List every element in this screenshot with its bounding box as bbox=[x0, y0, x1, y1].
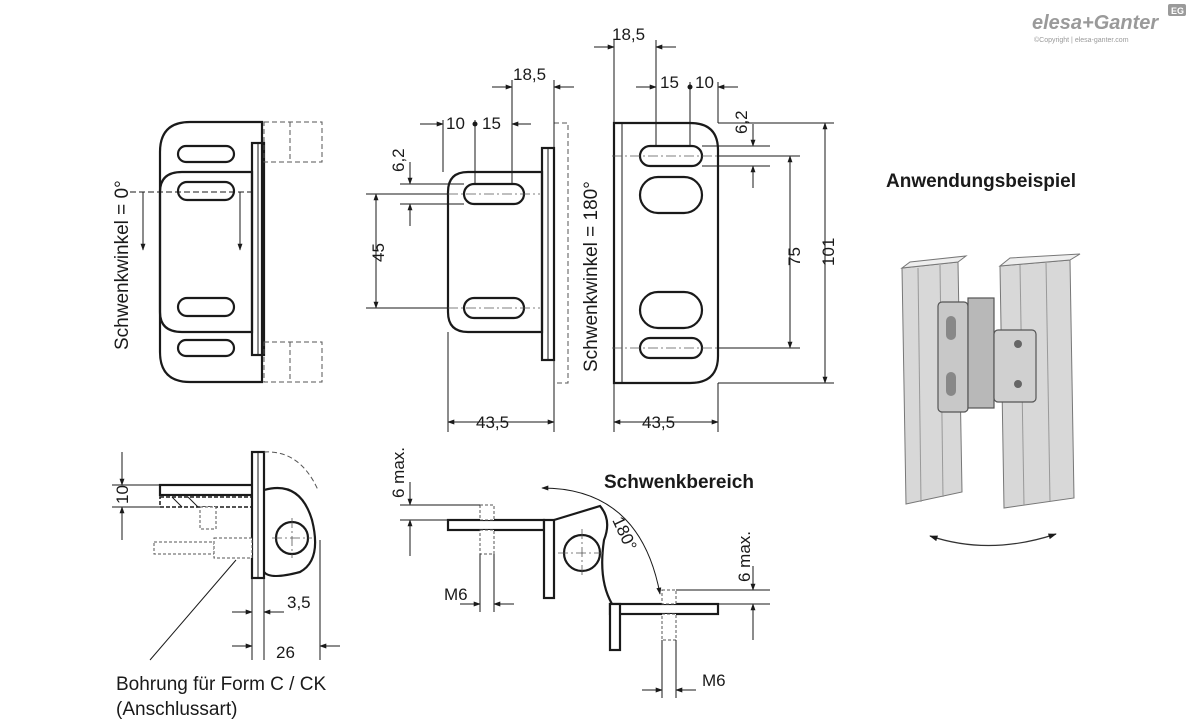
swing-range-view: Schwenkbereich 180° 6 max. 6 max. bbox=[389, 447, 770, 698]
dim-10-left: 10 bbox=[446, 114, 465, 133]
logo-badge: EG bbox=[1171, 6, 1184, 16]
label-bore-line1: Bohrung für Form C / CK bbox=[116, 674, 326, 695]
label-swing-180: Schwenkwinkel = 180° bbox=[581, 181, 602, 372]
dim-45: 45 bbox=[369, 243, 388, 262]
label-swing-0: Schwenkwinkel = 0° bbox=[112, 180, 133, 350]
dim-6max-left: 6 max. bbox=[389, 447, 408, 498]
dim-15-left: 15 bbox=[482, 114, 501, 133]
dim-3-5: 3,5 bbox=[287, 593, 311, 612]
dim-180-arc: 180° bbox=[608, 514, 640, 554]
dim-26: 26 bbox=[276, 643, 295, 662]
dim-6-2-left: 6,2 bbox=[389, 148, 408, 172]
dim-15-right: 15 bbox=[660, 73, 679, 92]
dim-18-5-b: 18,5 bbox=[612, 25, 645, 44]
front-view-180deg: Schwenkwinkel = 180° 10 15 18,5 18,5 15 … bbox=[366, 25, 838, 432]
application-example: Anwendungsbeispiel bbox=[886, 171, 1081, 547]
label-swing-range: Schwenkbereich bbox=[604, 472, 754, 493]
dim-10-side: 10 bbox=[113, 485, 132, 504]
dim-43-5-right: 43,5 bbox=[642, 413, 675, 432]
dim-6max-right: 6 max. bbox=[735, 531, 754, 582]
side-view: 10 3,5 26 Bohrung für Form C / CK (Ansch… bbox=[112, 450, 340, 720]
label-application: Anwendungsbeispiel bbox=[886, 171, 1076, 192]
brand-logo: elesa+Ganter EG ©Copyright | elesa-gante… bbox=[1032, 4, 1186, 44]
dim-10-right: 10 bbox=[695, 73, 714, 92]
dim-18-5-a: 18,5 bbox=[513, 65, 546, 84]
label-bore-line2: (Anschlussart) bbox=[116, 699, 237, 720]
dim-6-2-right: 6,2 bbox=[732, 110, 751, 134]
dim-75: 75 bbox=[785, 247, 804, 266]
dim-m6-left: M6 bbox=[444, 585, 468, 604]
front-view-0deg: Schwenkwinkel = 0° bbox=[112, 120, 323, 384]
copyright-text: ©Copyright | elesa-ganter.com bbox=[1034, 36, 1129, 44]
dim-m6-right: M6 bbox=[702, 671, 726, 690]
logo-text: elesa+Ganter bbox=[1032, 12, 1159, 34]
dim-43-5-left: 43,5 bbox=[476, 413, 509, 432]
dim-101: 101 bbox=[819, 238, 838, 266]
